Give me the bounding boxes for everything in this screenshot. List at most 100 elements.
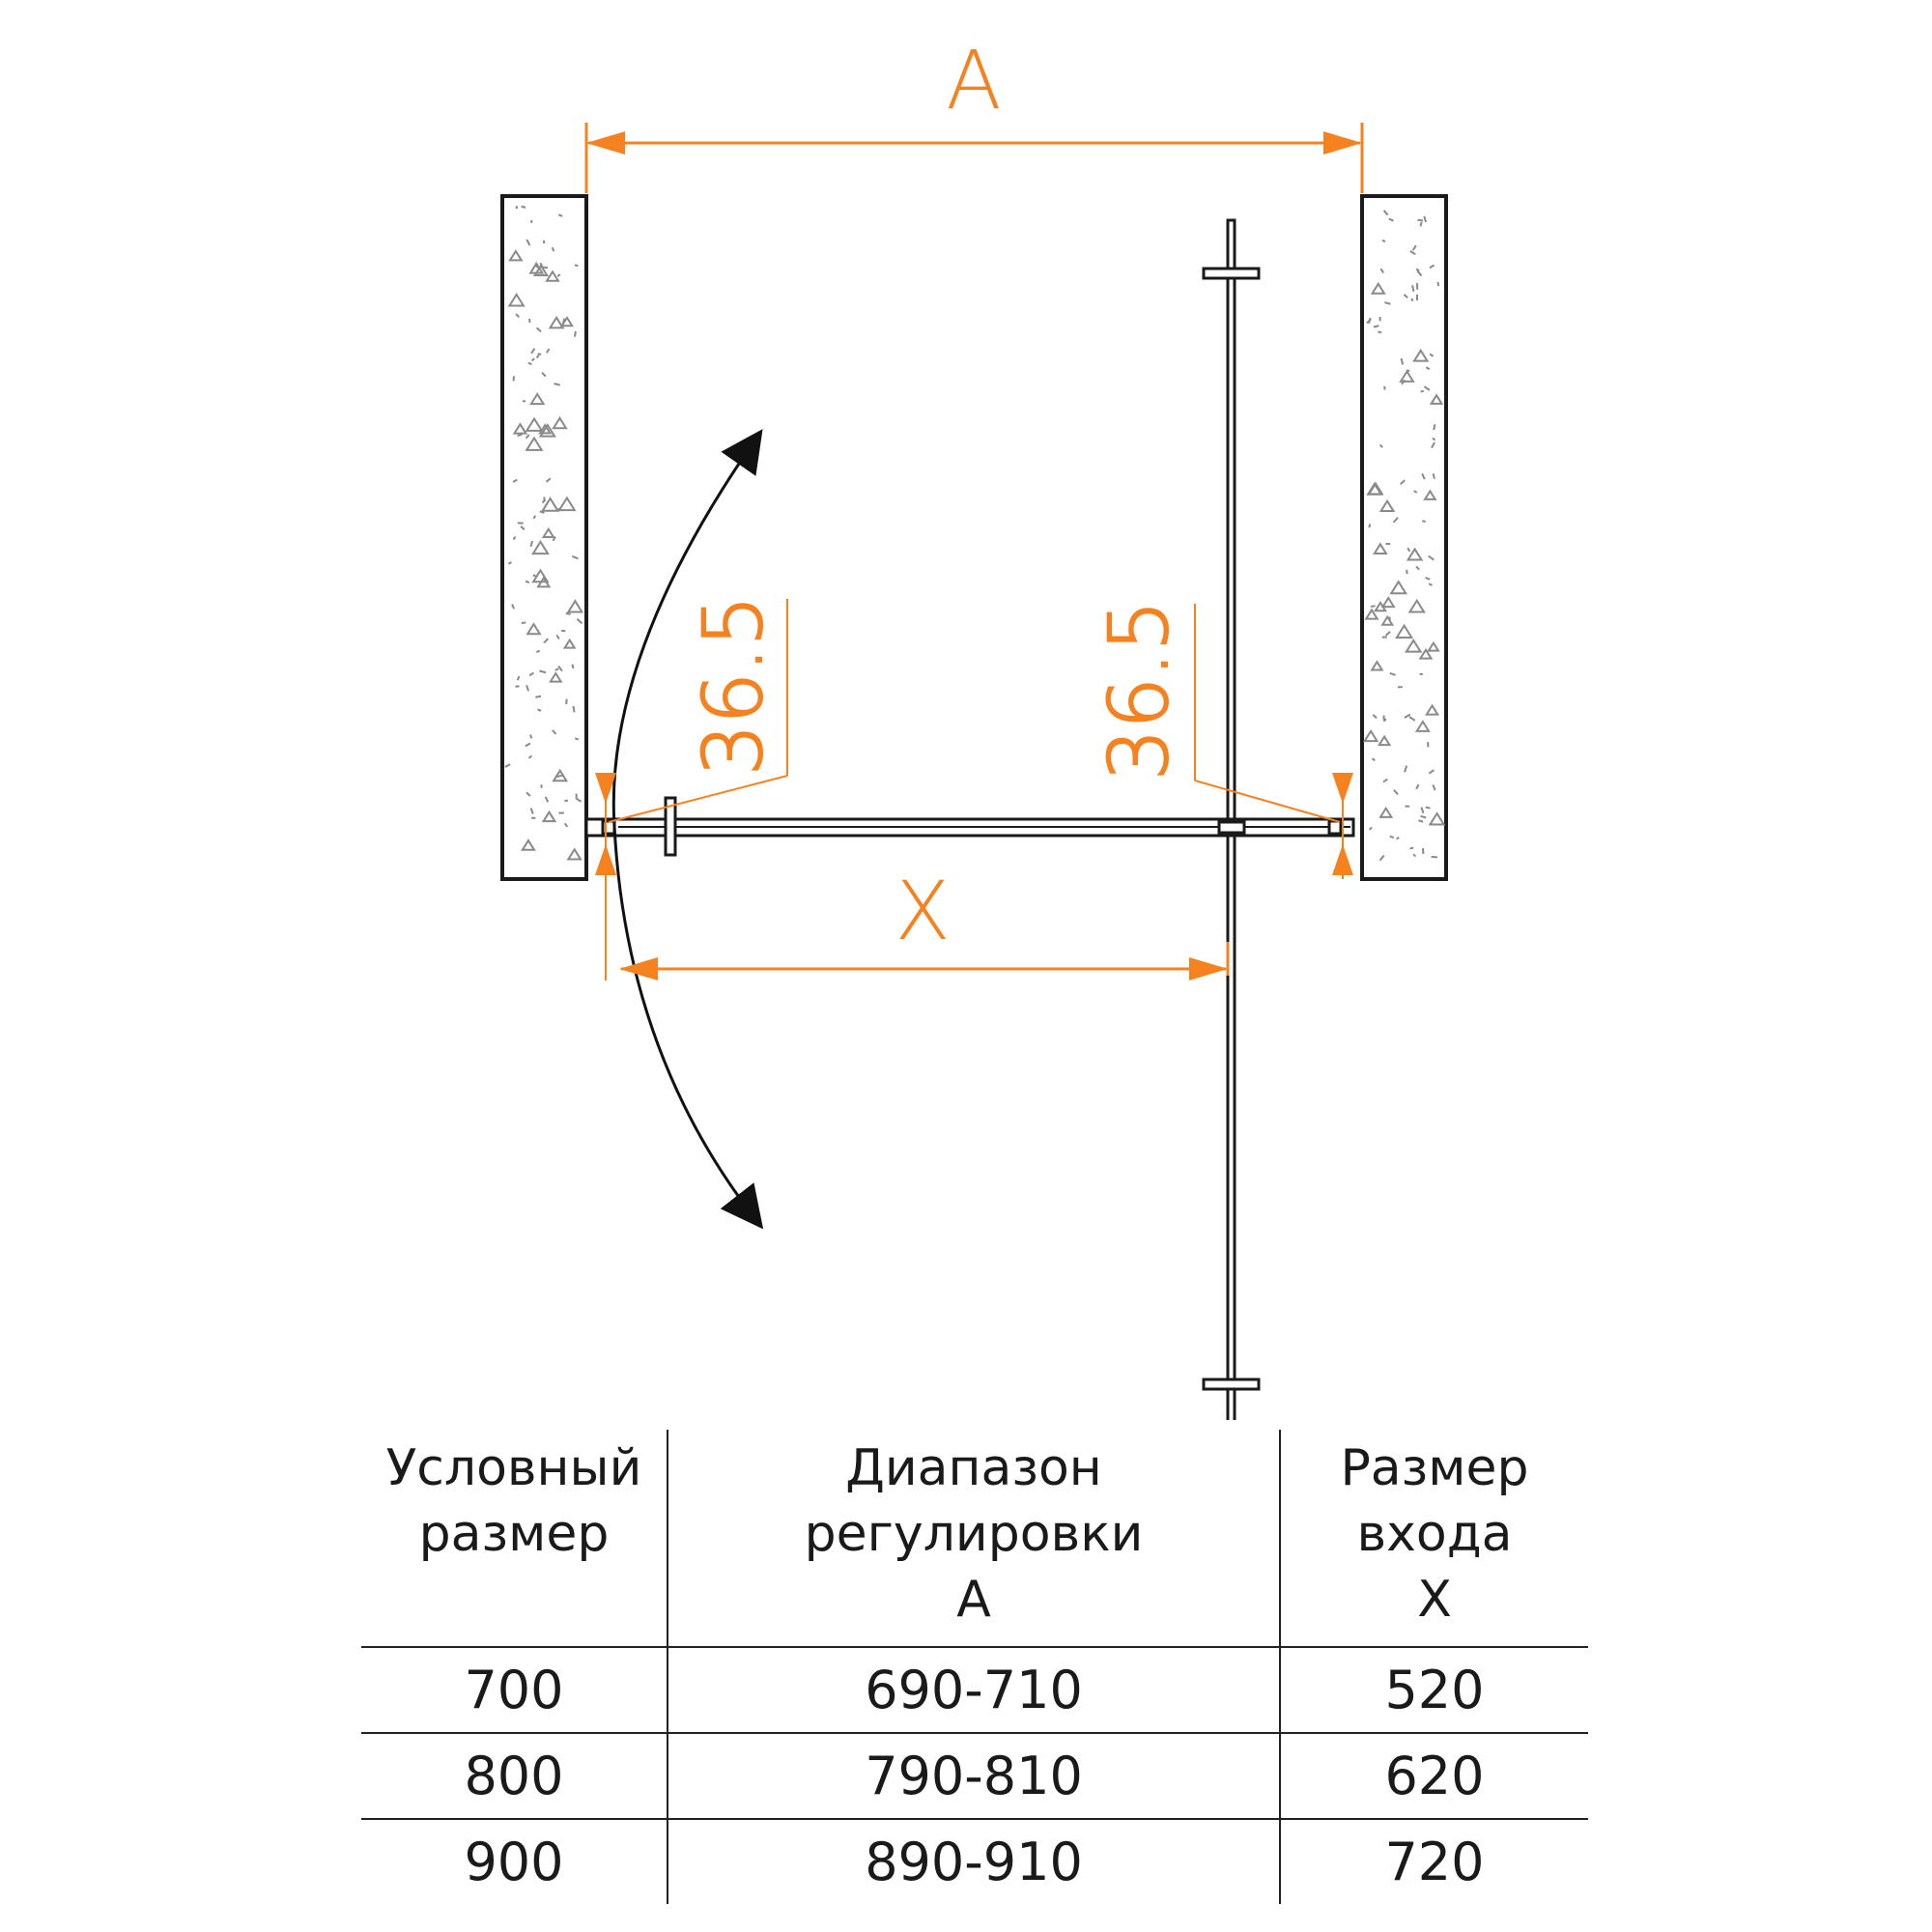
wall-texture-mark xyxy=(562,638,577,649)
wall-texture-mark xyxy=(1370,281,1386,295)
wall-texture-mark xyxy=(1421,472,1426,480)
wall-texture-mark xyxy=(529,540,534,548)
wall-texture-mark xyxy=(552,729,557,735)
wall-texture-mark xyxy=(1428,811,1446,826)
wall-texture-mark xyxy=(1422,520,1426,523)
wall-texture-mark xyxy=(1425,577,1431,581)
wall-texture-mark xyxy=(1369,826,1373,831)
wall-texture-mark xyxy=(546,348,551,354)
wall-texture-mark xyxy=(551,246,555,252)
wall-texture-mark xyxy=(557,213,563,217)
wall-texture-mark xyxy=(1408,716,1416,722)
wall-texture-mark xyxy=(1368,524,1372,528)
wall-texture-mark xyxy=(1367,481,1384,496)
dimension-a-label: A xyxy=(946,33,1001,128)
shower-door-plan-diagram: A 36.5 36.5 X xyxy=(500,33,1448,1420)
wall-texture-mark xyxy=(566,599,584,613)
table-header-row: Условный размер Диапазон регулировки A Р… xyxy=(361,1430,1588,1647)
wall-texture-mark xyxy=(541,499,546,504)
wall-texture-mark xyxy=(535,695,542,698)
wall-texture-mark xyxy=(554,668,559,671)
wall-texture-mark xyxy=(538,423,553,435)
wall-texture-mark xyxy=(1405,639,1423,653)
wall-texture-mark xyxy=(1401,379,1406,385)
wall-texture-mark xyxy=(525,434,530,440)
wall-texture-mark xyxy=(1383,385,1386,390)
wall-texture-mark xyxy=(1380,614,1395,626)
wall-texture-mark xyxy=(1432,437,1436,441)
header-line: Диапазон xyxy=(845,1439,1102,1497)
wall-texture-mark xyxy=(557,507,561,511)
wall-texture-mark xyxy=(1418,647,1434,660)
wall-texture-mark xyxy=(1389,672,1396,676)
wall-texture-mark xyxy=(1423,385,1431,391)
header-nominal-size: Условный размер xyxy=(361,1430,668,1647)
header-line: размер xyxy=(418,1505,610,1563)
wall-texture-mark xyxy=(1409,249,1416,256)
wall-texture-mark xyxy=(555,774,563,779)
wall-texture-mark xyxy=(545,477,552,483)
wall-texture-mark xyxy=(527,318,531,324)
wall-texture-mark xyxy=(541,810,557,823)
wall-texture-mark xyxy=(525,416,544,432)
wall-texture-mark xyxy=(1428,769,1435,775)
wall-texture-mark xyxy=(574,264,579,268)
wall-texture-mark xyxy=(1429,264,1435,270)
header-line: A xyxy=(956,1571,991,1629)
wall-texture-mark xyxy=(528,261,545,274)
header-entrance-size: Размер входа X xyxy=(1279,1430,1588,1647)
wall-texture-mark xyxy=(1432,784,1436,791)
wall-texture-mark xyxy=(504,763,511,768)
wall-texture-mark xyxy=(1382,718,1387,723)
wall-texture-mark xyxy=(549,671,563,683)
wall-texture-mark xyxy=(539,669,547,674)
wall-texture-mark xyxy=(1428,554,1435,561)
wall-texture-mark xyxy=(1415,268,1420,272)
cell-entrance-size: 620 xyxy=(1279,1732,1588,1819)
wall-texture-mark xyxy=(512,478,518,483)
wall-texture-mark xyxy=(1384,301,1391,305)
cell-adjust-range: 790-810 xyxy=(667,1732,1280,1819)
dimension-x-label: X xyxy=(895,864,951,958)
wall-texture-mark xyxy=(574,737,580,741)
wall-texture-mark xyxy=(1378,443,1383,448)
wall-texture-mark xyxy=(526,791,531,797)
wall-texture-mark xyxy=(1404,765,1408,773)
wall-texture-mark xyxy=(1425,806,1431,810)
wall-texture-mark xyxy=(535,265,539,269)
wall-texture-mark xyxy=(1427,640,1440,652)
wall-texture-mark xyxy=(554,383,560,386)
wall-texture-mark xyxy=(1403,294,1408,298)
wall-texture-mark xyxy=(1431,441,1435,449)
wall-texture-mark xyxy=(526,684,530,692)
wall-texture-mark xyxy=(511,604,515,610)
wall-texture-mark xyxy=(1410,298,1414,302)
wall-texture-mark xyxy=(556,273,561,277)
dimension-right-36-5: 36.5 xyxy=(1091,599,1353,879)
cell-adjust-range: 690-710 xyxy=(667,1646,1280,1733)
wall-texture-mark xyxy=(565,612,571,615)
wall-texture-mark xyxy=(530,357,535,362)
wall-texture-mark xyxy=(531,539,550,555)
wall-texture-mark xyxy=(1378,854,1385,862)
wall-texture-mark xyxy=(529,392,546,406)
wall-texture-mark xyxy=(1404,713,1411,719)
wall-texture-mark xyxy=(535,354,540,359)
wall-texture-mark xyxy=(537,708,542,712)
wall-texture-mark xyxy=(539,510,545,514)
wall-texture-mark xyxy=(1382,210,1389,216)
cell-nominal-size: 900 xyxy=(361,1818,668,1904)
dimension-left-36-5: 36.5 xyxy=(595,594,788,980)
wall-texture-mark xyxy=(520,526,526,530)
swing-door-panel xyxy=(584,796,1355,857)
cell-adjust-range: 890-910 xyxy=(667,1818,1280,1904)
wall-texture-mark xyxy=(1364,608,1379,620)
header-line: входа xyxy=(1356,1505,1513,1563)
header-line: Размер xyxy=(1340,1439,1529,1497)
wall-texture-mark xyxy=(1436,281,1440,287)
wall-texture-mark xyxy=(561,318,566,325)
door-swing-arc xyxy=(611,429,764,1230)
wall-texture-mark xyxy=(526,239,531,246)
wall-texture-mark xyxy=(548,315,565,329)
wall-texture-mark xyxy=(538,423,556,438)
